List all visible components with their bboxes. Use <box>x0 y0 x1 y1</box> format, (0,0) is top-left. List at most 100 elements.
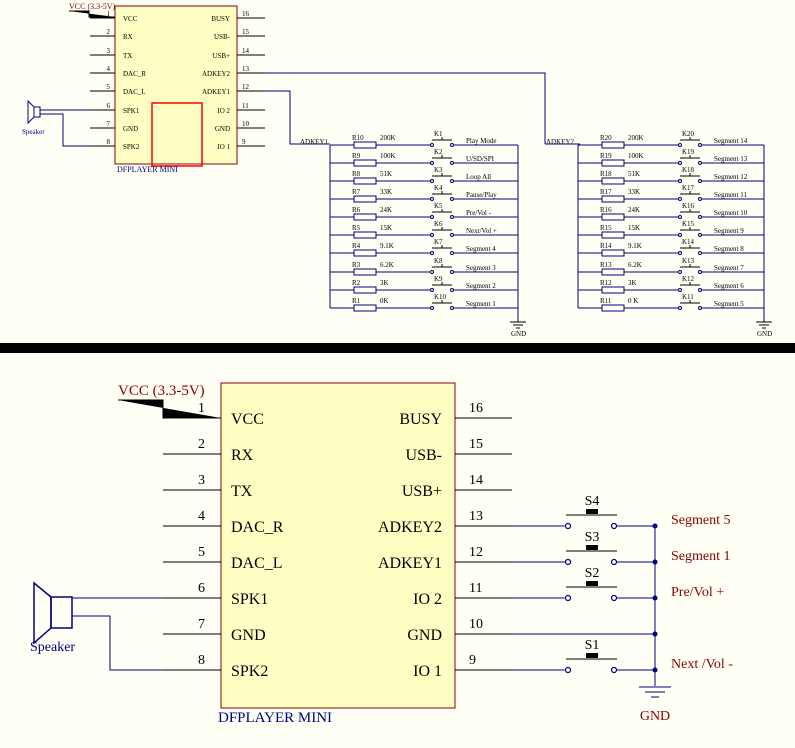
ladder1-switch-contact <box>430 197 434 201</box>
switch-function-label: Segment 5 <box>671 513 731 528</box>
ladder2-resistor-value: 3K <box>628 279 637 287</box>
ladder2-switch-ref: K16 <box>682 202 695 210</box>
ladder1-function-label: Segment 3 <box>466 264 496 272</box>
right-pin-number-bottom: 15 <box>469 437 483 452</box>
left-pin-name-top: SPK1 <box>123 107 140 115</box>
ladder2-resistor <box>601 249 625 257</box>
ladder2-switch-ref: K15 <box>682 220 695 228</box>
ladder1-resistor-value: 33K <box>380 188 392 196</box>
ladder2-resistor-value: 200K <box>628 134 644 142</box>
ladder1-switch-ref: K2 <box>434 148 443 156</box>
ladder1-switch-ref: K5 <box>434 202 443 210</box>
ladder2-switch-contact <box>678 306 682 310</box>
ladder1-resistor <box>353 159 377 167</box>
ladder1-resistor-value: 200K <box>380 134 396 142</box>
ladder2-resistor <box>601 195 625 203</box>
ladder1-resistor <box>353 286 377 294</box>
left-pin-number-top: 2 <box>107 28 111 36</box>
ladder1-switch-contact <box>450 270 454 274</box>
ladder1-resistor <box>353 195 377 203</box>
ladder2-function-label: Segment 12 <box>714 173 748 181</box>
ladder2-switch-contact <box>698 251 702 255</box>
ladder1-switch-contact <box>430 179 434 183</box>
ladder1-function-label: Segment 1 <box>466 300 496 308</box>
switch-contact-right <box>610 594 618 602</box>
switch-button-icon <box>586 581 598 586</box>
ladder2-switch-contact <box>698 179 702 183</box>
right-pin-number-top: 13 <box>242 65 250 73</box>
ladder2-switch-contact <box>678 161 682 165</box>
left-pin-name-bottom: DAC_L <box>231 555 283 572</box>
ladder1-switch-contact <box>450 179 454 183</box>
ladder2-switch-ref: K18 <box>682 166 695 174</box>
ladder2-function-label: Segment 13 <box>714 155 748 163</box>
left-pin-name-bottom: VCC <box>231 411 264 428</box>
ladder2-switch-contact <box>698 233 702 237</box>
left-pin-number-bottom: 7 <box>198 617 205 632</box>
ladder2-switch-contact <box>678 215 682 219</box>
right-pin-number-top: 11 <box>242 102 249 110</box>
switch-function-label: Segment 1 <box>671 549 731 564</box>
right-pin-number-top: 14 <box>242 47 250 55</box>
ladder2-resistor-ref: R16 <box>600 206 612 214</box>
right-pin-name-bottom: IO 2 <box>413 591 442 608</box>
ladder2-function-label: Segment 9 <box>714 227 744 235</box>
right-pin-number-top: 15 <box>242 28 250 36</box>
ladder2-gnd-label: GND <box>757 330 772 338</box>
left-pin-name-top: DAC_L <box>123 88 146 96</box>
right-pin-number-bottom: 10 <box>469 617 483 632</box>
ladder1-resistor-ref: R4 <box>352 242 361 250</box>
left-pin-number-bottom: 8 <box>198 653 205 668</box>
speaker-wire-2-top <box>40 113 90 147</box>
left-pin-name-bottom: GND <box>231 627 266 644</box>
ladder2-function-label: Segment 11 <box>714 191 747 199</box>
ladder2-resistor-ref: R17 <box>600 188 612 196</box>
right-pin-name-top: IO 2 <box>217 107 230 115</box>
ladder1-switch-contact <box>450 143 454 147</box>
ladder1-resistor <box>353 177 377 185</box>
switch-contact-left <box>564 522 572 530</box>
ladder2-switch-contact <box>678 197 682 201</box>
left-pin-number-top: 1 <box>107 10 111 18</box>
speaker-wire-2-bottom <box>72 615 163 671</box>
ladder2-resistor-value: 9.1K <box>628 242 642 250</box>
switch-function-label: Pre/Vol + <box>671 585 724 600</box>
switch-button-icon <box>586 509 598 514</box>
ladder2-switch-ref: K11 <box>682 293 694 301</box>
speaker-icon-bottom <box>50 596 73 629</box>
ladder1-switch-ref: K6 <box>434 220 443 228</box>
ladder2-resistor-ref: R20 <box>600 134 612 142</box>
speaker-cone-top <box>27 99 35 125</box>
vcc-label-top: VCC (3.3-5V) <box>69 2 116 11</box>
ladder1-function-label: Play Mode <box>466 137 497 145</box>
section-divider <box>0 343 795 353</box>
right-pin-name-top: BUSY <box>211 15 230 23</box>
ladder1-resistor-ref: R3 <box>352 261 361 269</box>
ladder2-function-label: Segment 14 <box>714 137 748 145</box>
left-pin-number-bottom: 4 <box>198 509 205 524</box>
junction-dot <box>652 559 658 565</box>
ladder1-switch-contact <box>430 143 434 147</box>
ladder1-resistor-value: 0K <box>380 297 389 305</box>
ladder2-resistor-ref: R11 <box>600 297 612 305</box>
right-pin-number-bottom: 12 <box>469 545 483 560</box>
junction-dot <box>652 667 658 673</box>
right-pin-name-top: GND <box>215 125 230 133</box>
switch-button-icon <box>586 545 598 550</box>
ladder1-switch-contact <box>430 215 434 219</box>
vcc-label-bottom: VCC (3.3-5V) <box>118 383 205 399</box>
ladder2-switch-contact <box>678 179 682 183</box>
ladder2-resistor-ref: R12 <box>600 279 612 287</box>
ladder1-switch-ref: K9 <box>434 275 443 283</box>
left-pin-name-bottom: SPK2 <box>231 663 268 680</box>
ladder2-resistor-value: 33K <box>628 188 640 196</box>
speaker-icon-top <box>33 106 41 118</box>
right-pin-name-bottom: ADKEY2 <box>378 519 442 536</box>
right-pin-name-top: IO 1 <box>217 143 230 151</box>
ladder1-resistor-ref: R5 <box>352 224 361 232</box>
right-pin-number-top: 10 <box>242 120 250 128</box>
ladder2-switch-contact <box>678 143 682 147</box>
ladder2-switch-ref: K14 <box>682 238 695 246</box>
ladder2-switch-ref: K17 <box>682 184 695 192</box>
